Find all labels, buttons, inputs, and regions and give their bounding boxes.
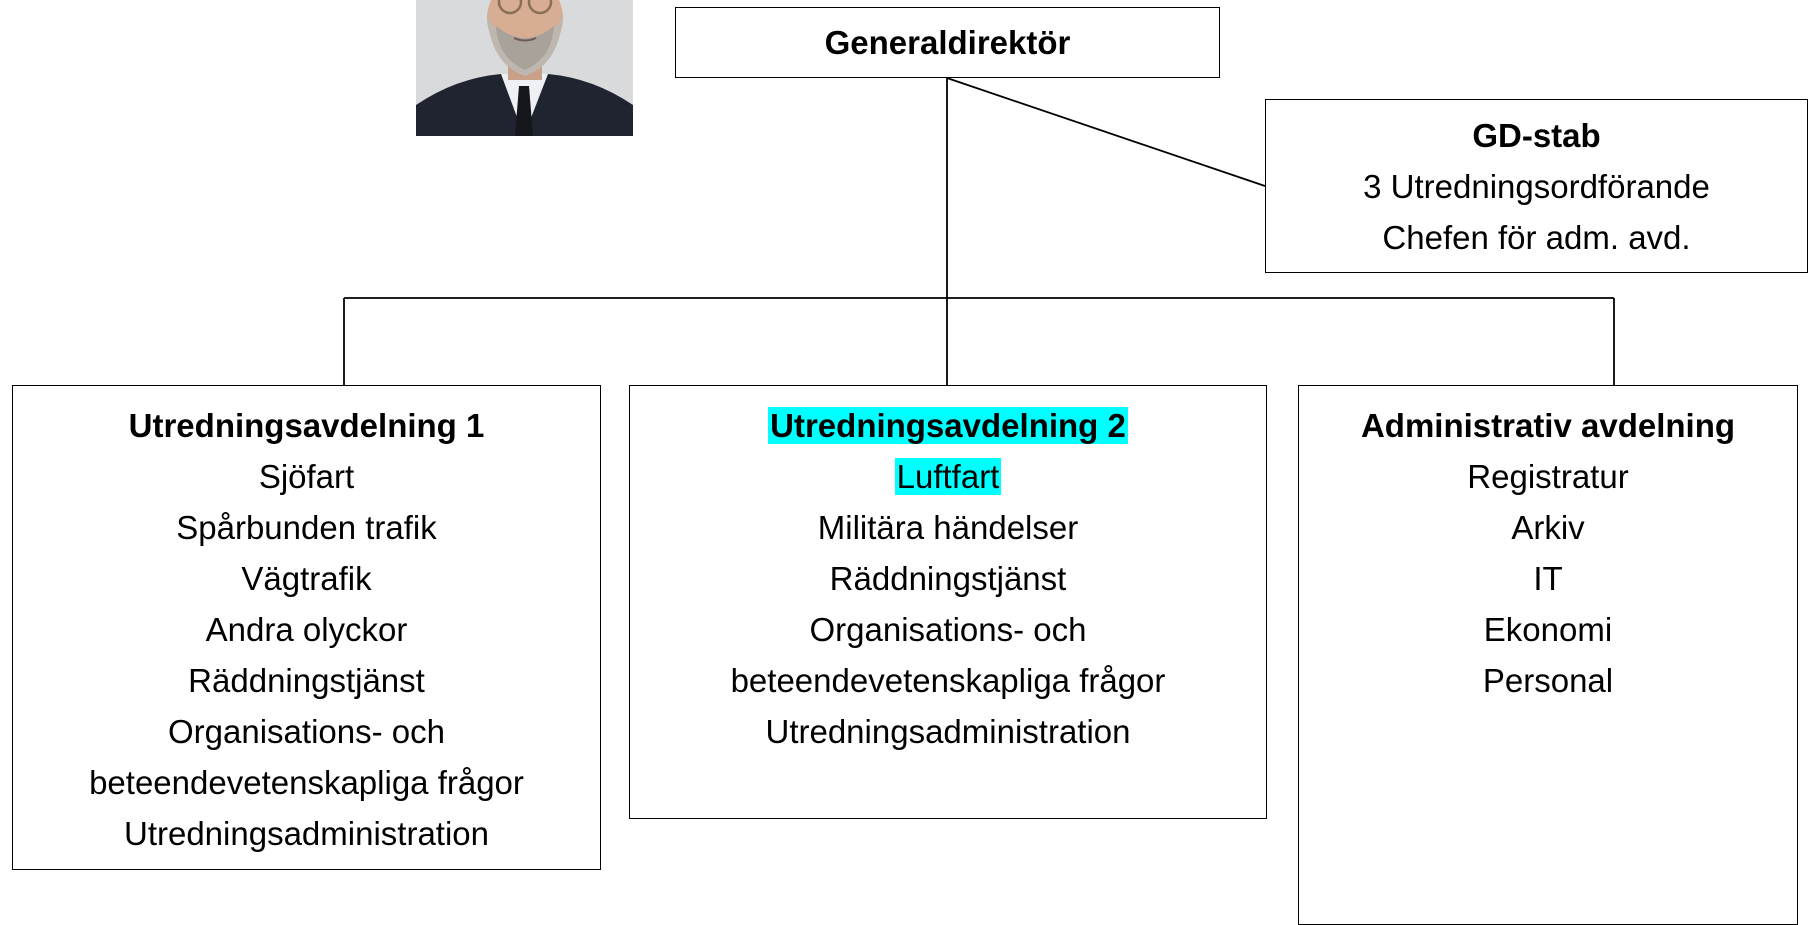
- department-item: Organisations- och: [809, 611, 1087, 648]
- department-title-highlighted: Utredningsavdelning 2: [768, 407, 1128, 444]
- department-item: IT: [1533, 560, 1563, 597]
- staff-line: Chefen för adm. avd.: [1382, 219, 1691, 256]
- department-item: beteendevetenskapliga frågor: [89, 764, 524, 801]
- department-item: Arkiv: [1511, 509, 1585, 546]
- department-item: Ekonomi: [1483, 611, 1613, 648]
- department-item: Vägtrafik: [241, 560, 372, 597]
- department-item: Spårbunden trafik: [176, 509, 437, 546]
- department-box-3: Administrativ avdelning Registratur Arki…: [1298, 385, 1798, 925]
- director-title: Generaldirektör: [824, 24, 1071, 61]
- department-title: Utredningsavdelning 1: [128, 407, 485, 444]
- department-item: Militära händelser: [817, 509, 1079, 546]
- department-item: Registratur: [1467, 458, 1629, 495]
- department-item: Sjöfart: [258, 458, 355, 495]
- department-item: Utredningsadministration: [765, 713, 1131, 750]
- department-item: Personal: [1482, 662, 1614, 699]
- director-portrait: [416, 0, 633, 136]
- department-item: Organisations- och: [168, 713, 445, 750]
- department-item: Utredningsadministration: [123, 815, 489, 852]
- department-item: beteendevetenskapliga frågor: [730, 662, 1166, 699]
- department-item: Räddningstjänst: [188, 662, 425, 699]
- department-item: Andra olyckor: [205, 611, 408, 648]
- department-item-highlighted: Luftfart: [894, 458, 1002, 495]
- department-title: Administrativ avdelning: [1360, 407, 1736, 444]
- department-item: Räddningstjänst: [829, 560, 1067, 597]
- department-box-1: Utredningsavdelning 1 Sjöfart Spårbunden…: [12, 385, 601, 870]
- staff-box: GD-stab 3 Utredningsordförande Chefen fö…: [1265, 99, 1808, 273]
- connector-director-to-staff: [946, 77, 1266, 187]
- department-box-2: Utredningsavdelning 2 Luftfart Militära …: [629, 385, 1267, 819]
- director-box: Generaldirektör: [675, 7, 1220, 78]
- staff-title: GD-stab: [1472, 117, 1601, 154]
- staff-line: 3 Utredningsordförande: [1363, 168, 1710, 205]
